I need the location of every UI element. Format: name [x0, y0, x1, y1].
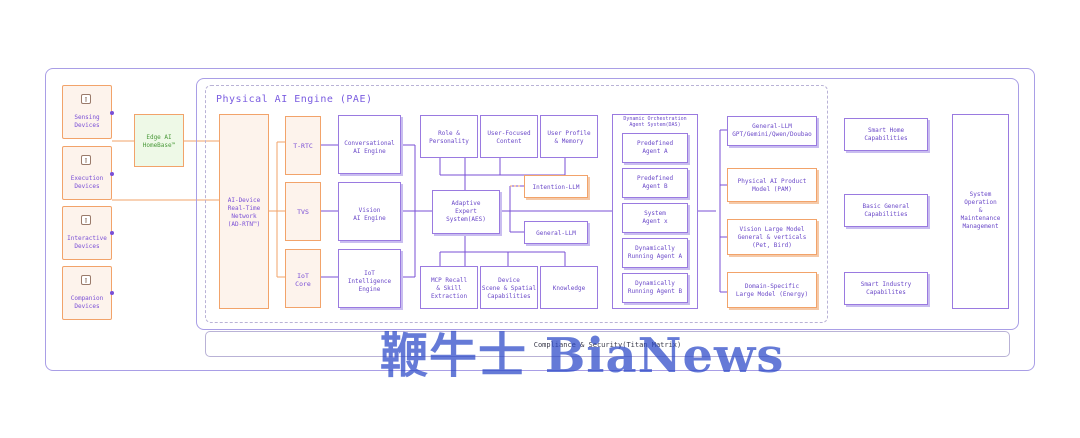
- outer-frame: [45, 68, 1035, 371]
- engine-iot-intelligence: IoT Intelligence Engine: [338, 249, 401, 308]
- inner-dashed-frame: [205, 85, 828, 323]
- capability-basic-general: Basic General Capabilities: [844, 194, 928, 227]
- model-vision-large: Vision Large Model General & verticals (…: [727, 219, 817, 255]
- agent-system-x: System Agent x: [622, 203, 688, 233]
- agent-predefined-a: Predefined Agent A: [622, 133, 688, 163]
- das-title: Dynamic Orchestration Agent System(DAS): [623, 116, 687, 128]
- system-operation-management: System Operation & Maintenance Managemen…: [952, 114, 1009, 309]
- middleware-t-rtc: T-RTC: [285, 116, 321, 175]
- module-user-profile-memory: User Profile & Memory: [540, 115, 598, 158]
- engine-conversational: Conversational AI Engine: [338, 115, 401, 174]
- device-icon: ▯: [81, 275, 91, 285]
- model-domain-specific: Domain-Specific Large Model (Energy): [727, 272, 817, 308]
- compliance-security-bar: Compliance & Security(Titan Matrix): [205, 331, 1010, 357]
- edge-ai-homebase: Edge AI HomeBase™: [134, 114, 184, 167]
- middleware-tvs: TVS: [285, 182, 321, 241]
- middleware-iot-core: IoT Core: [285, 249, 321, 308]
- agent-dynamic-b: Dynamically Running Agent B: [622, 273, 688, 303]
- pae-frame: [196, 78, 1019, 330]
- agent-dynamic-a: Dynamically Running Agent A: [622, 238, 688, 268]
- module-role-personality: Role & Personality: [420, 115, 478, 158]
- connector-dot: [110, 111, 114, 115]
- device-icon: ▯: [81, 215, 91, 225]
- module-mcp-recall: MCP Recall & Skill Extraction: [420, 266, 478, 309]
- device-interactive: Interactive Devices: [62, 206, 112, 260]
- module-knowledge: Knowledge: [540, 266, 598, 309]
- intention-llm: Intention-LLM: [524, 175, 588, 198]
- device-icon: ▯: [81, 155, 91, 165]
- module-user-focused-content: User-Focused Content: [480, 115, 538, 158]
- engine-vision: Vision AI Engine: [338, 182, 401, 241]
- general-llm-mid: General-LLM: [524, 221, 588, 244]
- connector-dot: [110, 231, 114, 235]
- ad-rtn-network: AI-Device Real-Time Network (AD-RTN™): [219, 114, 269, 309]
- agent-predefined-b: Predefined Agent B: [622, 168, 688, 198]
- diagram-title: Physical AI Engine (PAE): [216, 94, 373, 105]
- model-general-llm: General-LLM GPT/Gemini/Qwen/Doubao: [727, 116, 817, 146]
- watermark: 鞭牛士 BiaNews: [380, 328, 785, 384]
- connector-dot: [110, 172, 114, 176]
- connector-dot: [110, 291, 114, 295]
- capability-smart-industry: Smart Industry Capabilites: [844, 272, 928, 305]
- device-icon: ▯: [81, 94, 91, 104]
- device-companion: Companion Devices: [62, 266, 112, 320]
- adaptive-expert-system: Adaptive Expert System(AES): [432, 190, 500, 234]
- module-device-scene: Device Scene & Spatial Capabilities: [480, 266, 538, 309]
- capability-smart-home: Smart Home Capabilities: [844, 118, 928, 151]
- model-pam: Physical AI Product Model (PAM): [727, 168, 817, 202]
